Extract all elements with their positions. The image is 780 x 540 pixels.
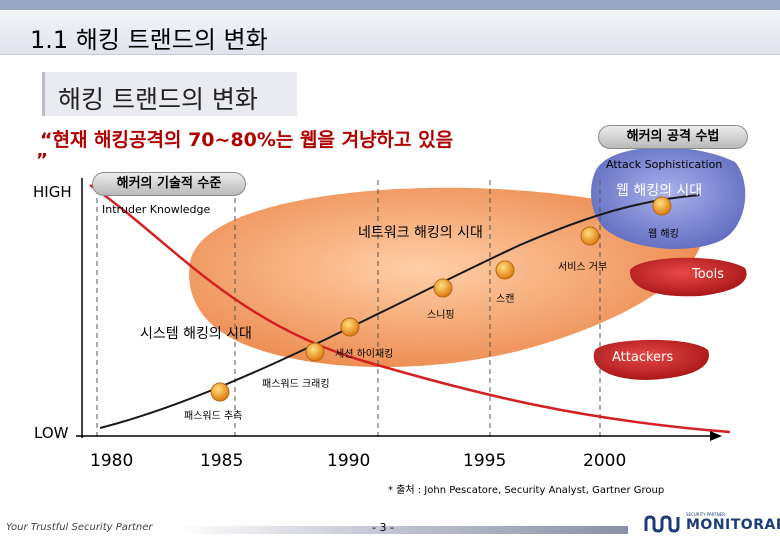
milestone-label: 서비스 거부 <box>558 262 608 273</box>
year-label: 1985 <box>200 451 244 471</box>
monitorapp-logo-icon <box>644 515 680 533</box>
year-label: 1995 <box>463 451 507 471</box>
attackers-label: Attackers <box>612 350 674 365</box>
quote-text: “현재 해킹공격의 70~80%는 웹을 겨냥하고 있음 <box>40 129 454 151</box>
milestone-dot <box>495 260 515 280</box>
knowledge-pill: 해커의 기술적 수준 <box>92 172 246 196</box>
milestone-dot <box>652 196 672 216</box>
subtitle-box <box>42 72 297 116</box>
attack-curve <box>89 183 731 434</box>
x-axis-arrow <box>710 431 722 441</box>
milestone-dot <box>433 278 453 298</box>
attack-sublabel: Attack Sophistication <box>606 158 723 171</box>
brand-wordmark: MONITORAPP <box>686 517 780 533</box>
milestone-label: 스니핑 <box>427 310 455 321</box>
milestone-label: 세션 하이재킹 <box>335 349 394 360</box>
web-era-label: 웹 해킹의 시대 <box>616 183 703 199</box>
attack-pill: 해커의 공격 수법 <box>598 125 748 149</box>
time-gridlines <box>96 180 601 440</box>
brand-subtext: SECURITY PARTNER <box>686 512 726 517</box>
milestone-dot <box>305 342 325 362</box>
high-label: HIGH <box>33 183 72 201</box>
low-label: LOW <box>34 424 69 442</box>
footer-tagline: Your Trustful Security Partner <box>6 522 153 533</box>
slide-title: 1.1 해킹 트랜드의 변화 <box>30 26 268 54</box>
network-era-label: 네트워크 해킹의 시대 <box>358 225 483 241</box>
subtitle: 해킹 트랜드의 변화 <box>58 85 258 114</box>
source-note: * 출처 : John Pescatore, Security Analyst,… <box>388 485 665 496</box>
tools-label: Tools <box>692 267 725 282</box>
milestone-label: 패스워드 크래킹 <box>262 379 330 390</box>
milestone-dot <box>340 317 360 337</box>
milestone-dots <box>210 196 672 402</box>
knowledge-sublabel: Intruder Knowledge <box>102 203 211 216</box>
system-era-label: 시스템 해킹의 시대 <box>140 326 252 342</box>
year-label: 1980 <box>90 451 134 471</box>
milestone-dot <box>210 382 230 402</box>
milestone-label: 패스워드 추측 <box>184 411 243 422</box>
quote-end-mark: ” <box>36 150 48 171</box>
title-strip <box>0 10 780 55</box>
page-number: - 3 - <box>372 521 394 534</box>
year-label: 1990 <box>327 451 371 471</box>
attackers-blob <box>593 339 709 380</box>
milestone-label: 스캔 <box>496 294 515 305</box>
tools-blob <box>629 257 747 297</box>
trend-line <box>99 194 701 429</box>
milestone-label: 웹 해킹 <box>648 229 679 240</box>
milestone-dot <box>580 226 600 246</box>
year-label: 2000 <box>583 451 627 471</box>
footer-divider <box>176 526 628 534</box>
network-era-blob <box>189 187 703 368</box>
top-accent-bar <box>0 0 780 10</box>
